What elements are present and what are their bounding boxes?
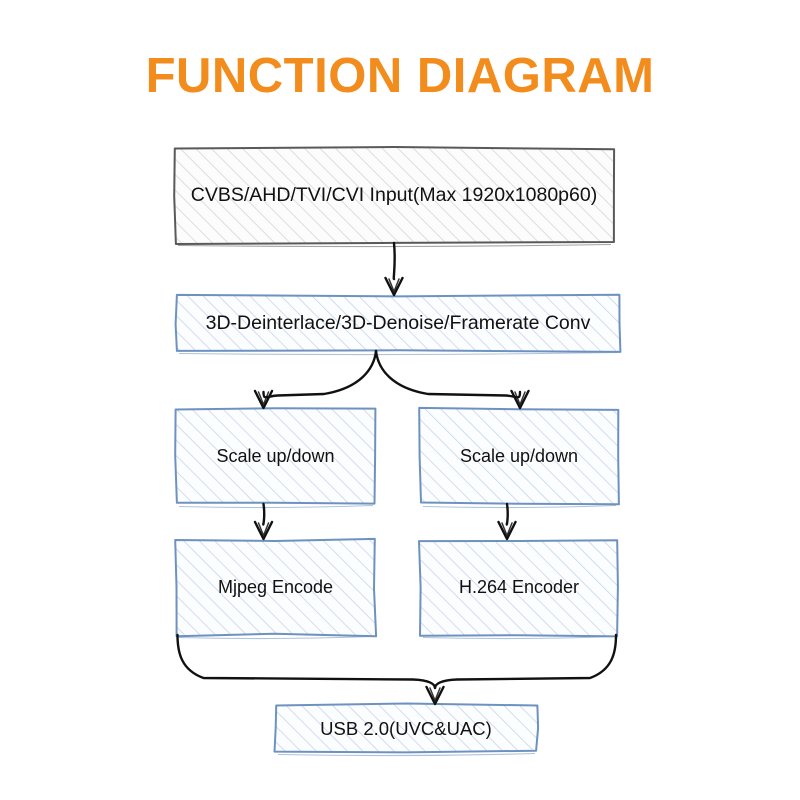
edge-scale-right-to-h264 bbox=[499, 504, 516, 539]
edge-mjpeg-to-usb bbox=[178, 635, 444, 704]
node-hit-mjpeg[interactable] bbox=[176, 540, 375, 635]
node-hit-scale-left[interactable] bbox=[176, 409, 375, 504]
node-hit-h264[interactable] bbox=[420, 540, 618, 635]
node-hit-usb[interactable] bbox=[275, 705, 537, 752]
edge-scale-left-to-mjpeg bbox=[255, 504, 272, 539]
node-outline-echo bbox=[423, 506, 616, 508]
edge-h264-to-usb bbox=[435, 635, 616, 688]
node-hit-deinterlace[interactable] bbox=[176, 296, 620, 351]
edge-deinterlace-split-right bbox=[376, 351, 529, 408]
node-outline-echo bbox=[278, 754, 535, 756]
node-outline-echo bbox=[179, 506, 373, 508]
node-hit-scale-right[interactable] bbox=[420, 409, 618, 504]
node-hit-input[interactable] bbox=[175, 148, 613, 243]
edge-deinterlace-split-left bbox=[255, 351, 376, 408]
edge-input-to-deinterlace bbox=[386, 243, 403, 295]
node-outline-echo bbox=[179, 353, 618, 355]
node-outline-echo bbox=[179, 637, 373, 639]
